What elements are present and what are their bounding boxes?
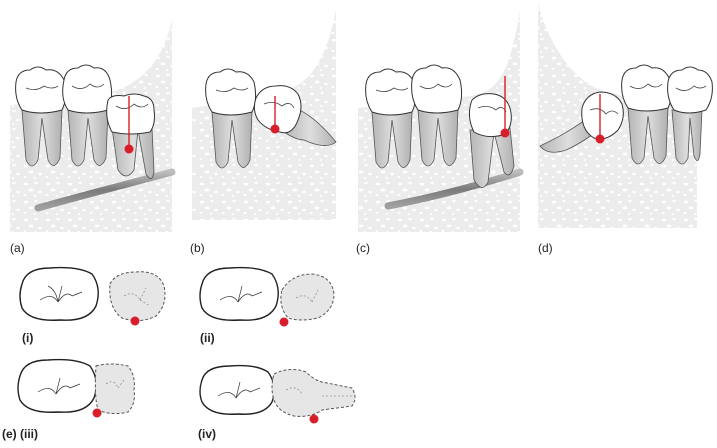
third-molar-occlusal-i	[109, 271, 166, 322]
second-molar-occlusal-i	[19, 266, 99, 321]
red-marker-c	[500, 128, 510, 138]
impacted-molar-d	[539, 91, 624, 153]
label-c: (c)	[356, 241, 370, 255]
third-molar-occlusal-iii	[94, 363, 135, 415]
red-marker-b	[270, 124, 280, 134]
label-e-iv: (iv)	[198, 427, 216, 441]
label-d: (d)	[538, 241, 553, 255]
label-a: (a)	[10, 241, 25, 255]
occlusal-ii	[199, 266, 335, 327]
molar-d-1	[621, 64, 673, 165]
second-molar-occlusal-ii	[199, 266, 279, 321]
nerve-canal-a	[34, 168, 176, 212]
panel-c	[358, 10, 524, 232]
occlusal-iv	[199, 364, 356, 424]
second-molar-occlusal-iii	[17, 358, 97, 413]
second-molar-occlusal-iv	[199, 364, 275, 415]
red-marker-d	[595, 134, 605, 144]
occlusal-iii	[17, 358, 135, 418]
red-marker-e-iv	[309, 414, 319, 424]
impacted-molar-a	[106, 93, 155, 179]
molar-d-2	[667, 66, 713, 165]
panel-a	[10, 20, 176, 232]
label-e-i: (i)	[22, 331, 34, 345]
occlusal-i	[19, 266, 166, 326]
molar-b-1	[205, 68, 257, 169]
red-marker-a	[124, 144, 134, 154]
molar-a-1	[15, 66, 67, 167]
label-b: (b)	[190, 241, 205, 255]
red-marker-e-ii	[279, 317, 289, 327]
molar-c-2	[411, 64, 463, 167]
panel-d	[538, 4, 713, 228]
label-e-iii: (e) (iii)	[2, 427, 38, 441]
molar-a-2	[62, 64, 113, 167]
red-marker-e-iii	[92, 408, 102, 418]
impacted-molar-b	[253, 85, 337, 146]
panel-b	[192, 10, 337, 220]
molar-c-1	[365, 68, 417, 169]
nerve-canal-c	[384, 168, 524, 210]
impacted-molar-c	[468, 93, 515, 188]
label-e-ii: (ii)	[200, 331, 215, 345]
third-molar-occlusal-iv	[271, 368, 356, 417]
red-marker-e-i	[130, 316, 140, 326]
